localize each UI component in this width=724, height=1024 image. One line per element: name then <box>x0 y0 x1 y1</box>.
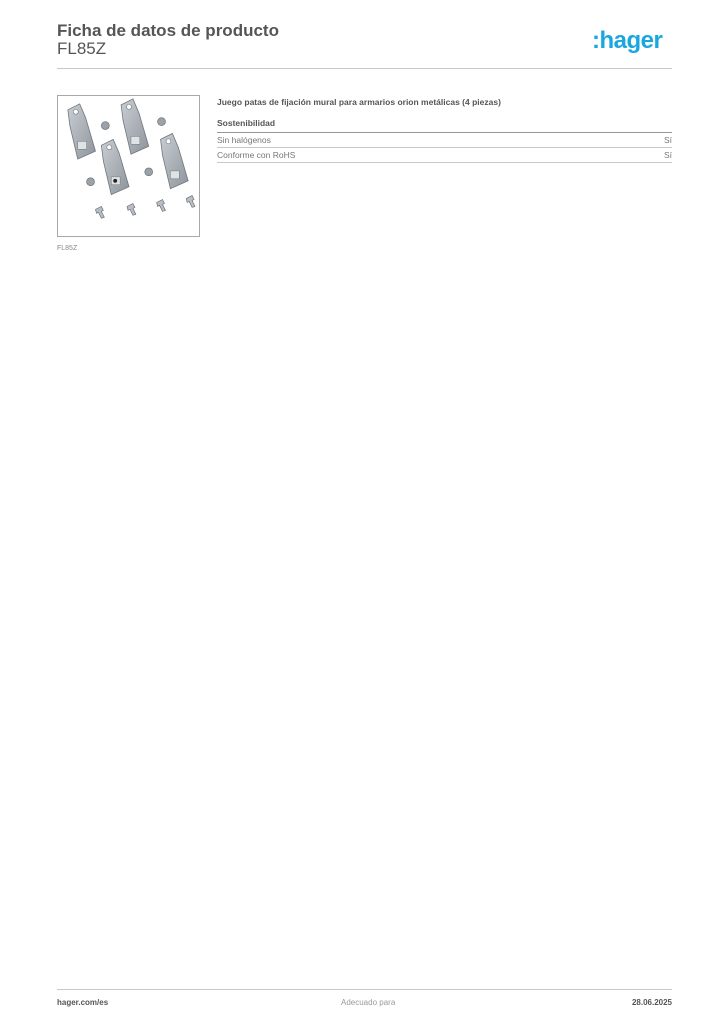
table-row: Sin halógenos Sí <box>217 133 672 148</box>
section-title-sustainability: Sostenibilidad <box>217 118 276 128</box>
spec-label: Sin halógenos <box>217 135 271 145</box>
table-row: Conforme con RoHS Sí <box>217 148 672 163</box>
footer-divider <box>57 989 672 990</box>
image-caption: FL85Z <box>57 245 78 252</box>
spec-value: Sí <box>663 135 672 145</box>
page-title: Ficha de datos de producto <box>57 21 279 40</box>
product-photo-icon <box>67 98 196 219</box>
product-code: FL85Z <box>57 39 107 58</box>
product-description: Juego patas de fijación mural para armar… <box>217 97 501 107</box>
footer-suitable-for: Adecuado para <box>341 998 396 1007</box>
hager-logo: :hager <box>592 27 663 54</box>
spec-value: Sí <box>663 150 672 160</box>
product-image <box>57 95 200 237</box>
footer-date: 28.06.2025 <box>631 998 672 1007</box>
product-details: Juego patas de fijación mural para armar… <box>217 96 672 163</box>
footer-website-link[interactable]: hager.com/es <box>57 998 109 1007</box>
header-divider <box>57 68 672 69</box>
spec-label: Conforme con RoHS <box>217 150 296 160</box>
specs-table: Sin halógenos Sí Conforme con RoHS Sí <box>217 132 672 163</box>
